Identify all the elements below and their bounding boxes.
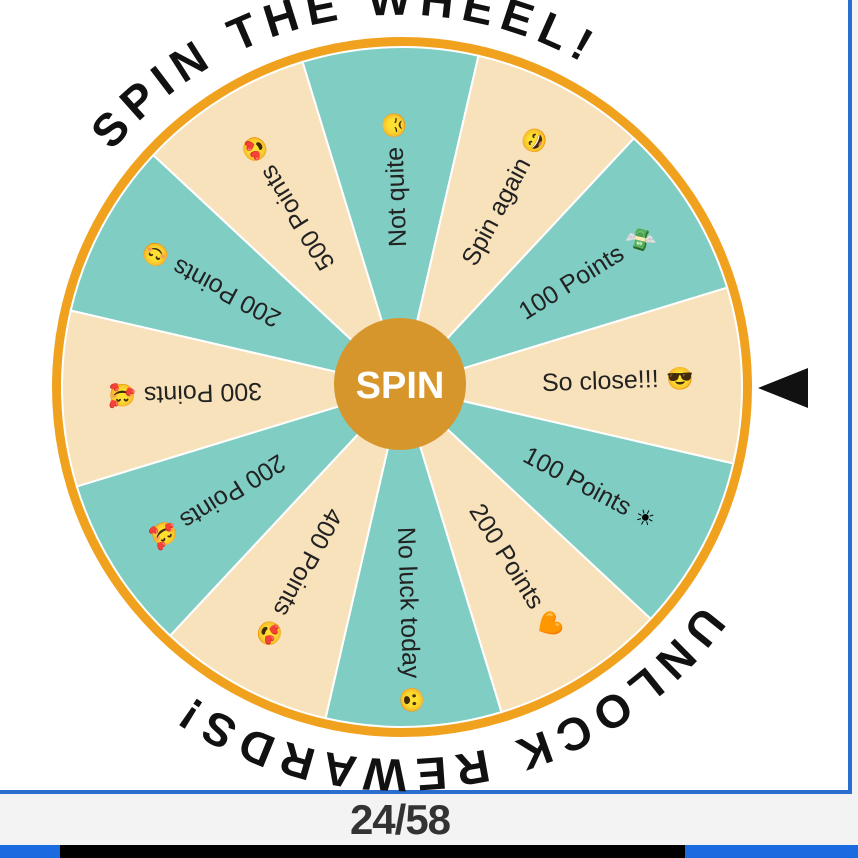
- segment-label: So close!!!: [541, 365, 659, 397]
- segment-label: No luck today: [392, 526, 425, 679]
- wheel-segment: [151, 60, 405, 391]
- page-counter: 24/58: [349, 796, 451, 843]
- segment-emoji-icon: 😮: [398, 686, 424, 714]
- wheel-segment: [301, 46, 480, 391]
- wheel-segment: [398, 286, 743, 465]
- wheel-segment: [61, 309, 406, 488]
- wheel-segment: [398, 136, 729, 390]
- segment-emoji-icon: 😎: [666, 366, 694, 392]
- segment-label-group: No luck today 😮: [392, 526, 425, 714]
- wheel-segment: [398, 385, 735, 621]
- wheel-segment: [399, 383, 653, 714]
- wheel-segment: [168, 383, 404, 720]
- bottom-bar: [0, 845, 858, 858]
- segment-label: Not quite: [381, 147, 412, 248]
- segment-label-group: 300 Points 🥰: [108, 377, 262, 409]
- segment-label-group: So close!!! 😎: [541, 365, 694, 397]
- wheel-segments[interactable]: So close!!!😎100 Points☀200 Points🧡No luc…: [61, 46, 743, 728]
- wheel-segment: [75, 384, 406, 638]
- segment-label-group: Not quite 😞: [381, 111, 412, 248]
- pointer-arrow-icon: [758, 368, 808, 408]
- wheel-segment: [324, 383, 503, 728]
- spin-button[interactable]: [334, 318, 466, 450]
- segment-emoji-icon: 🥰: [108, 382, 136, 409]
- wheel-segment: [400, 54, 636, 391]
- segment-emoji-icon: 😞: [381, 111, 407, 139]
- segment-label: 300 Points: [143, 377, 262, 409]
- wheel-segment: [69, 153, 406, 389]
- spin-button-label[interactable]: SPIN: [356, 365, 445, 407]
